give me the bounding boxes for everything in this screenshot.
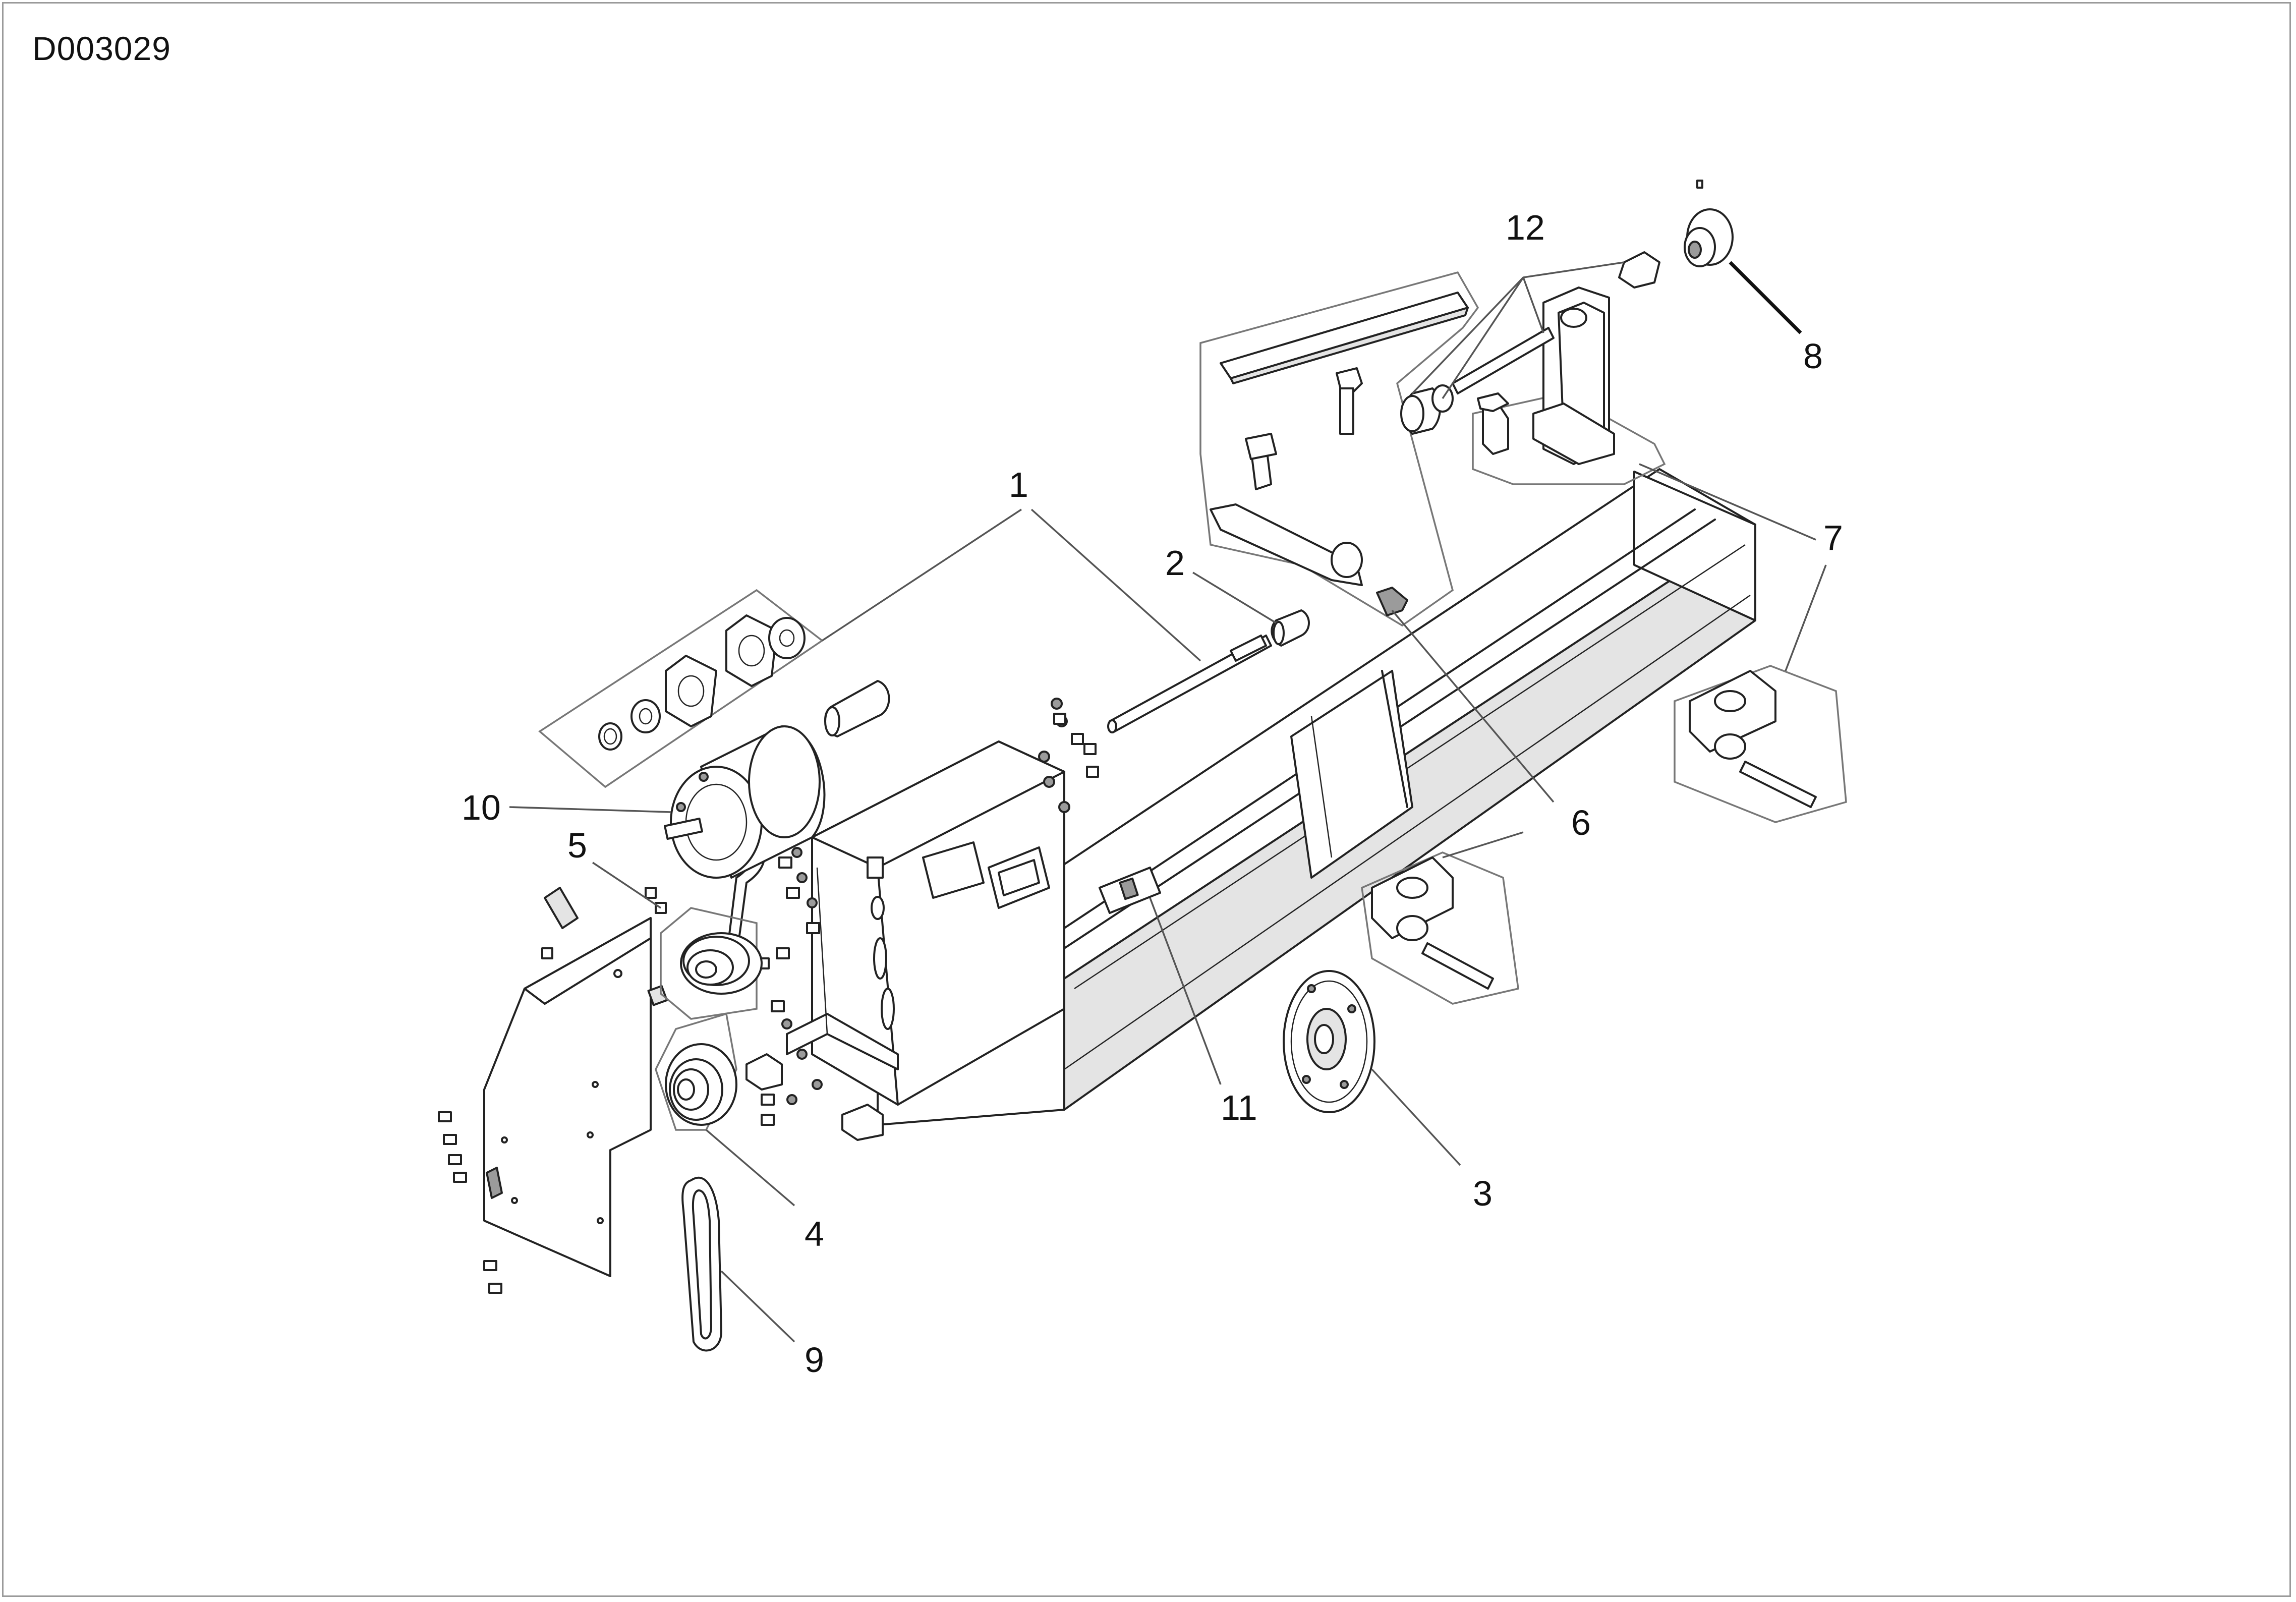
spacer-sleeve [1271,609,1310,647]
quill-parts [1400,251,1660,435]
callout-4: 4 [805,1214,824,1253]
callout-2: 2 [1165,543,1185,583]
tool-rest-assembly [1199,271,1479,627]
tailstock-assembly [1472,287,1666,485]
callout-10: 10 [462,788,501,827]
brush-caps [745,1053,884,1141]
spindle-shaft [1107,635,1272,733]
live-centre [1684,180,1734,267]
callout-1: 1 [1009,465,1028,504]
leader-lines [509,261,1827,1343]
callout-7: 7 [1823,518,1843,557]
callout-3: 3 [1473,1174,1493,1213]
callout-5: 5 [567,826,587,865]
belt-guard-cover [483,917,668,1277]
drive-belt [681,1176,722,1352]
banjo-clamp [1361,851,1519,1005]
motor-pulley [660,907,763,1020]
spindle-bearing-assembly [538,589,890,788]
fasteners [438,698,1099,1294]
faceplate [1283,970,1375,1113]
callout-11: 11 [1221,1088,1257,1127]
callout-8: 8 [1803,336,1823,376]
headstock-housing [786,740,1065,1106]
tailstock-clamp [1674,665,1847,823]
drawing-code: D003029 [32,30,171,67]
lathe-bed [877,468,1756,1126]
callout-6: 6 [1571,803,1591,842]
callout-9: 9 [805,1340,824,1380]
callout-12: 12 [1506,208,1545,247]
spindle-pulley [655,1012,737,1131]
switch-box [1099,867,1161,914]
callout-labels: 1 2 3 4 5 6 7 8 9 10 11 12 [462,208,1843,1380]
motor [664,725,826,879]
